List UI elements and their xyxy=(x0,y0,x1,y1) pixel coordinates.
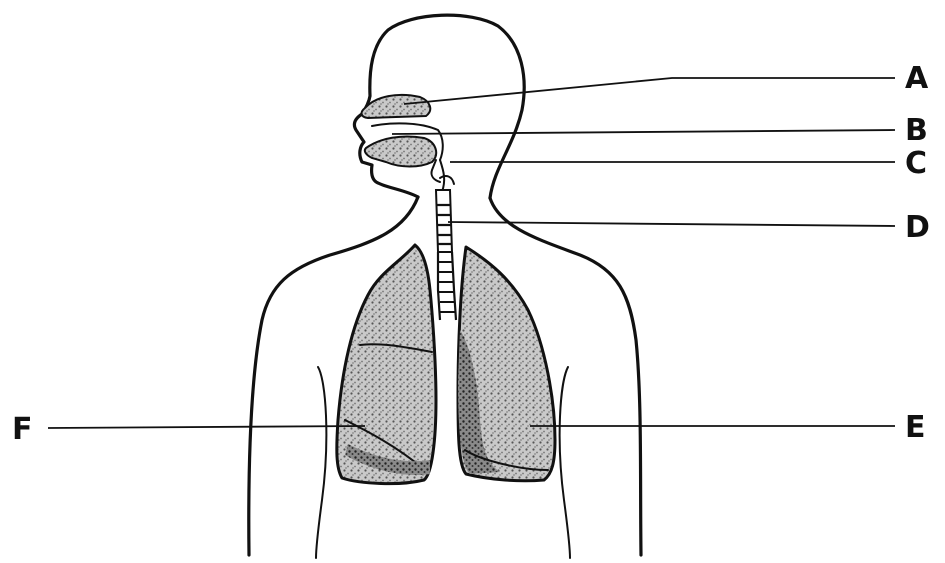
leader-line-a xyxy=(404,78,895,104)
trachea xyxy=(436,190,452,252)
leader-line-f xyxy=(48,426,365,428)
label-c: C xyxy=(905,146,927,181)
label-e: E xyxy=(905,410,926,445)
lung-left xyxy=(337,245,436,484)
bronchi xyxy=(438,252,456,320)
label-b: B xyxy=(905,113,928,148)
body-outline xyxy=(249,15,641,558)
lung-right xyxy=(458,247,555,481)
mouth-cavity xyxy=(365,136,436,166)
label-f: F xyxy=(12,412,33,447)
label-d: D xyxy=(905,210,930,245)
leader-line-b xyxy=(392,130,895,134)
head-internal-structures xyxy=(362,95,454,192)
label-a: A xyxy=(905,61,929,96)
nasal-cavity xyxy=(362,95,431,118)
